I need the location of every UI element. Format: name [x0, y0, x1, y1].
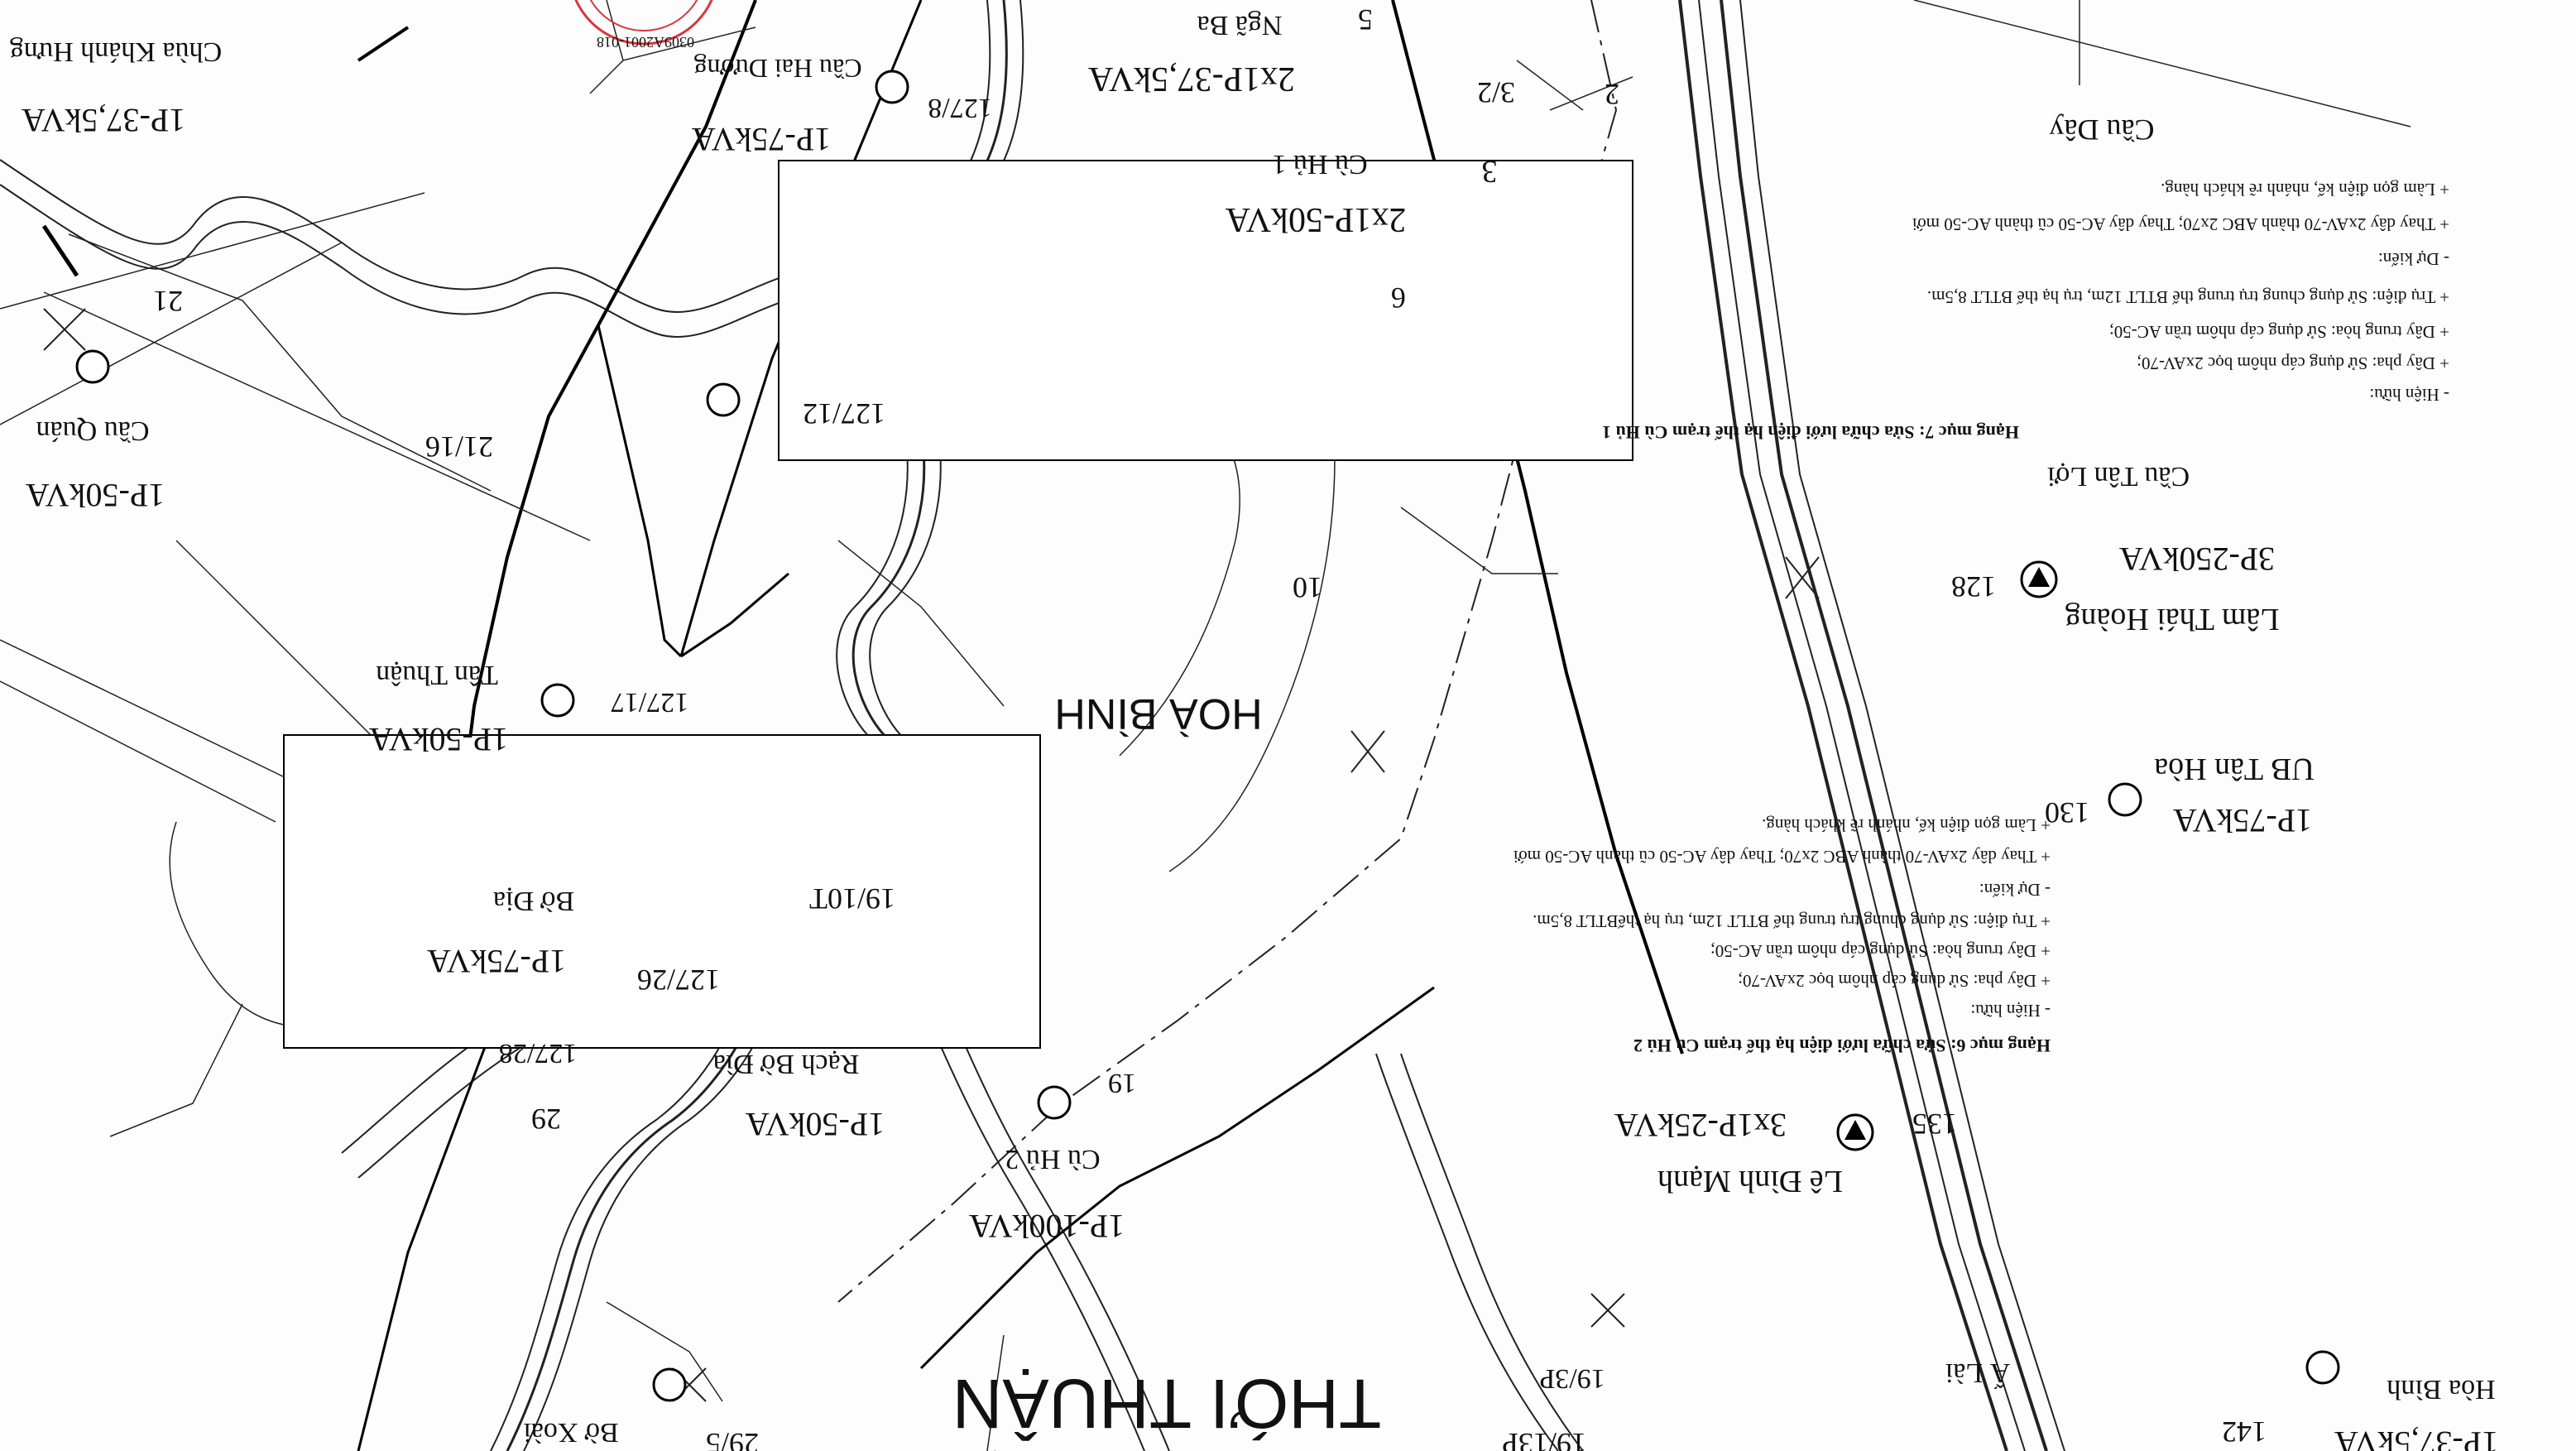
note-box-7: [778, 160, 1633, 461]
station-name-chua-khanh-hung: Chùa Khánh Hưng: [10, 36, 222, 67]
pole-label-7: 6: [1391, 281, 1406, 315]
station-marker-bo-xoai[interactable]: [652, 1367, 687, 1402]
station-pole-cu-hu-1: 3: [1482, 154, 1498, 189]
note-6-line-5: + Thay dây 2xAV-70 thành ABC 2x70; Thay …: [1513, 847, 2051, 867]
station-name-cau-quan: Cầu Quán: [36, 416, 150, 446]
station-name-hoa-binh: Hòa Bình: [2387, 1374, 2495, 1405]
station-pole-lam-thai-hoang: 128: [1951, 570, 1996, 603]
text-layer: HOÀ BÌNH THỚI THUẬN 1P-75kVA Cầu Hai Dương 1…: [10, 3, 2498, 1451]
pole-label-3: 127/26: [637, 963, 720, 997]
station-marker-ub-tan-hoa[interactable]: [2108, 782, 2142, 817]
station-marker-cu-hu-2[interactable]: [1037, 1085, 1072, 1120]
station-name-bo-xoai: Bờ Xoài: [523, 1417, 618, 1448]
area-title-hoa-binh: HOÀ BÌNH: [1054, 689, 1262, 738]
station-marker-lam-thai-hoang[interactable]: [2020, 560, 2058, 598]
pole-label-4: 29: [531, 1103, 561, 1136]
note-6-line-4: - Dự kiến:: [1979, 880, 2051, 900]
note-6-line-1: + Dây pha: Sử dụng cáp nhôm bọc 2xAV-70;: [1738, 971, 2051, 991]
station-pole-bo-dia: 127/28: [499, 1038, 577, 1069]
note-6-line-2: + Dây trung hòa: Sử dụng cáp nhôm trần A…: [1710, 941, 2051, 961]
note-6-title: Hạng mục 6: Sửa chữa lưới điện hạ thế tr…: [1633, 1035, 2051, 1056]
pole-label-8: 3/2: [1477, 76, 1515, 109]
note-box-6: [283, 734, 1041, 1049]
pole-label-5: 19/10T: [809, 882, 895, 915]
station-rating-cu-hu-1: 2x1P-50kVA: [1225, 200, 1406, 238]
note-7-line-5: + Thay dây 2xAV-70 thành ABC 2x70; Thay …: [1912, 214, 2449, 234]
station-pole-tan-thuan: 127/17: [611, 687, 688, 718]
station-pole-bo-xoai: 29/5: [706, 1427, 759, 1451]
pole-label-10: 5: [1358, 3, 1373, 36]
station-rating-le-dinh-manh: 3x1P-25kVA: [1614, 1107, 1787, 1144]
station-pole-le-dinh-manh: 135: [1912, 1107, 1957, 1141]
stamp-text: 0309A2001-018: [597, 34, 694, 50]
place-cau-day: Cầu Dây: [2050, 113, 2155, 147]
note-7-line-1: + Dây pha: Sử dụng cáp nhôm bọc 2xAV-70;: [2137, 353, 2449, 373]
station-pole-cau-hai-duong: 127/8: [928, 93, 991, 123]
station-pole-cu-hu-2: 19: [1108, 1068, 1136, 1098]
pole-label-0: 127/12: [803, 397, 885, 430]
station-marker-tan-thuan[interactable]: [540, 683, 575, 718]
station-name-cau-hai-duong: Cầu Hai Dương: [693, 54, 861, 84]
station-name-ub-tan-hoa: UB Tân Hòa: [2154, 752, 2315, 786]
note-6-line-3: + Trụ điện: Sử dụng chung trụ trung thế …: [1533, 911, 2051, 931]
note-6-line-6: + Làm gọn điện kế, nhánh rẽ khách hàng.: [1762, 815, 2051, 835]
station-name-lam-thai-hoang: Lâm Thái Hoàng: [2065, 602, 2280, 637]
pole-label-2: 21: [153, 285, 183, 318]
station-rating-rach-bo-dia: 1P-50kVA: [746, 1106, 885, 1143]
place-cau-tan-loi: Cầu Tân Lợi: [2047, 461, 2190, 492]
note-7-line-2: + Dây trung hòa: Sử dụng cáp nhôm trần A…: [2109, 322, 2449, 342]
station-rating-hoa-binh: 1P-37,5kVA: [2334, 1425, 2498, 1451]
station-rating-nga-ba: 2x1P-37,5kVA: [1087, 60, 1295, 98]
station-name-tan-thuan: Tân Thuận: [376, 660, 498, 690]
pole-label-12: 19/3P: [1539, 1363, 1605, 1394]
pole-label-1: 21/16: [425, 430, 493, 464]
note-7-title: Hạng mục 7: Sửa chữa lưới điện hạ thế tr…: [1602, 422, 2019, 443]
station-name-rach-bo-dia: Rạch Bờ Đìa: [713, 1049, 860, 1079]
area-title-thoi-thuan: THỚI THUẬN: [952, 1365, 1381, 1443]
station-marker-hoa-binh[interactable]: [2305, 1350, 2340, 1385]
station-marker-le-dinh-manh[interactable]: [1836, 1113, 1874, 1151]
station-pole-ub-tan-hoa: 130: [2045, 796, 2089, 829]
station-marker-127-12[interactable]: [706, 382, 741, 417]
pole-label-11: 19/13P: [1502, 1427, 1586, 1451]
note-7-line-4: - Dự kiến:: [2378, 249, 2449, 269]
station-rating-lam-thai-hoang: 3P-250kVA: [2119, 541, 2275, 578]
station-marker-cau-quan[interactable]: [75, 349, 110, 384]
station-rating-chua-khanh-hung: 1P-37,5kVA: [22, 102, 185, 139]
station-rating-bo-dia: 1P-75kVA: [427, 943, 566, 980]
note-7-line-3: + Trụ điện: Sử dụng chung trụ trung thế …: [1927, 287, 2449, 307]
note-7-line-0: - Hiện hữu:: [2369, 385, 2449, 405]
station-name-nga-ba: Ngã Ba: [1197, 10, 1283, 41]
note-6-line-0: - Hiện hữu:: [1970, 1001, 2051, 1021]
pole-label-6: 10: [1293, 571, 1322, 604]
station-pole-hoa-binh: 142: [2222, 1415, 2267, 1449]
station-name-le-dinh-manh: Lê Đình Mạnh: [1657, 1164, 1843, 1199]
station-rating-cau-quan: 1P-50kVA: [26, 477, 165, 514]
pole-label-9: 2: [1605, 78, 1619, 111]
station-name-cu-hu-2: Cù Hủ 2: [1005, 1144, 1100, 1175]
station-marker-cau-hai-duong[interactable]: [875, 70, 909, 104]
station-rating-cau-hai-duong: 1P-75kVA: [692, 121, 831, 158]
place-a-lai: Ấ Lài: [1945, 1357, 2010, 1389]
station-name-bo-dia: Bờ Địa: [493, 886, 574, 916]
company-stamp: [574, 0, 713, 46]
station-name-cu-hu-1: Cù Hủ 1: [1272, 149, 1367, 180]
note-7-line-6: + Làm gọn điện kế, nhánh rẽ khách hàng.: [2161, 180, 2449, 199]
station-rating-tan-thuan: 1P-50kVA: [369, 721, 508, 758]
station-rating-cu-hu-2: 1P-100kVA: [969, 1208, 1125, 1245]
station-rating-ub-tan-hoa: 1P-75kVA: [2173, 802, 2312, 839]
